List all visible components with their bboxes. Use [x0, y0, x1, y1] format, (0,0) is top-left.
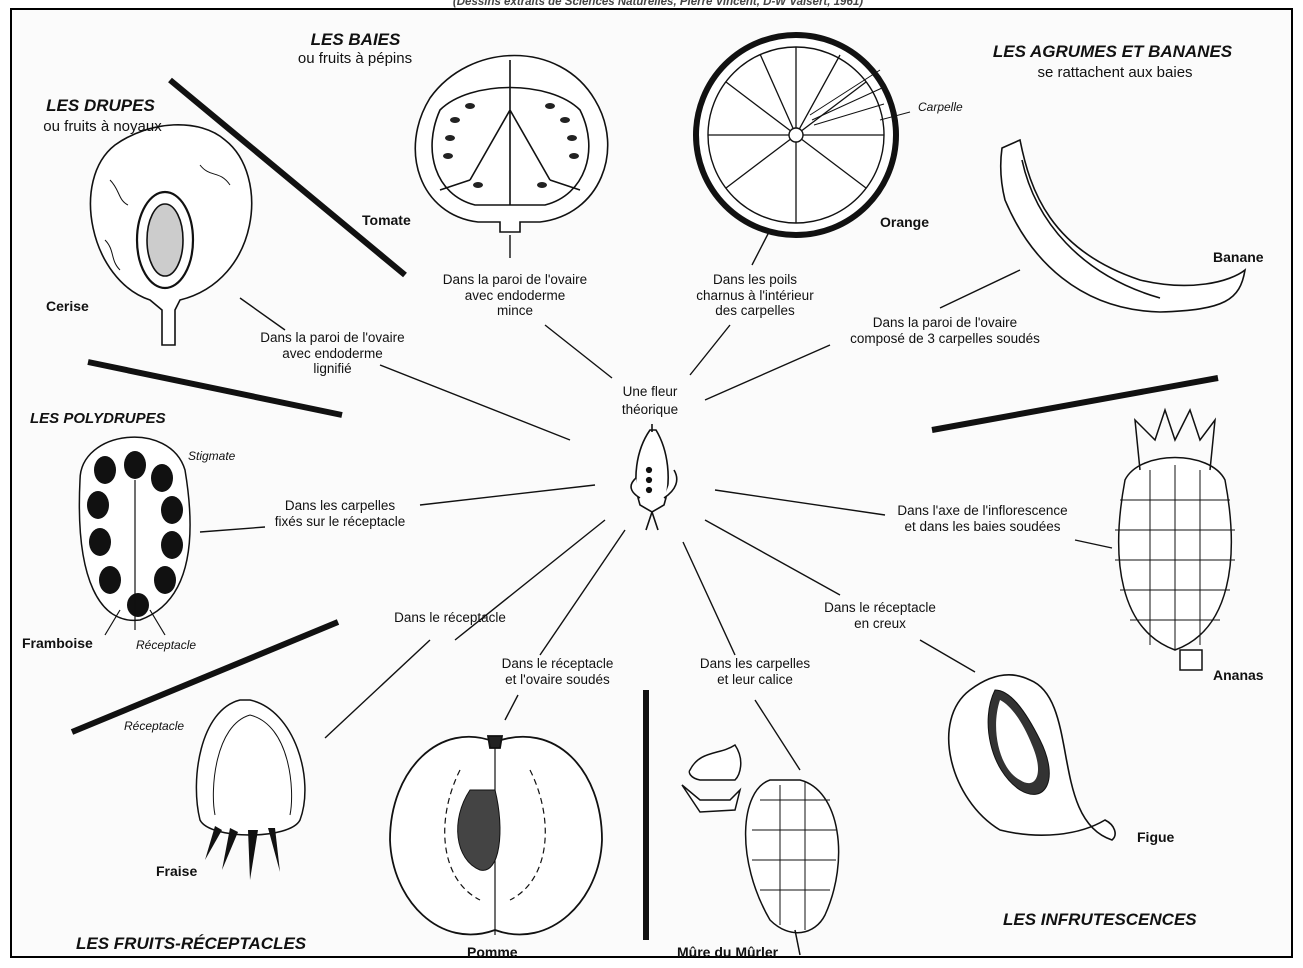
- flower-icon: [631, 424, 677, 530]
- label-carpelle: Carpelle: [918, 101, 963, 115]
- orange-drawing: [696, 35, 910, 235]
- agrumes-subtitle: se rattachent aux baies: [1020, 64, 1210, 81]
- desc-cerise: Dans la paroi de l'ovaire avec endoderme…: [235, 330, 430, 377]
- label-receptacle-framboise: Réceptacle: [136, 639, 196, 653]
- fruits-receptacles-title: LES FRUITS-RÉCEPTACLES: [76, 934, 306, 954]
- label-tomate: Tomate: [362, 212, 411, 228]
- raspberry-drawing: [79, 437, 190, 635]
- baies-title: LES BAIES: [293, 30, 418, 50]
- desc-pomme: Dans le réceptacle et l'ovaire soudés: [480, 656, 635, 687]
- desc-figue-line: en creux: [815, 616, 945, 632]
- desc-cerise-line: Dans la paroi de l'ovaire: [235, 330, 430, 346]
- apple-drawing: [390, 736, 602, 935]
- desc-banane-line: composé de 3 carpelles soudés: [830, 331, 1060, 347]
- label-receptacle-fraise: Réceptacle: [124, 720, 184, 734]
- desc-cerise-line: avec endoderme: [235, 346, 430, 362]
- baies-subtitle: ou fruits à pépins: [265, 50, 445, 67]
- desc-fraise: Dans le réceptacle: [380, 610, 520, 626]
- cherry-drawing: [90, 125, 251, 345]
- desc-orange-line: charnus à l'intérieur: [670, 288, 840, 304]
- infrutescences-title: LES INFRUTESCENCES: [1003, 910, 1197, 930]
- desc-orange-line: Dans les poils: [670, 272, 840, 288]
- label-fraise: Fraise: [156, 863, 197, 879]
- desc-cerise-line: lignifié: [235, 361, 430, 377]
- drupes-subtitle: ou fruits à noyaux: [20, 118, 185, 135]
- desc-tomate-line: avec endoderme: [430, 288, 600, 304]
- desc-figue-line: Dans le réceptacle: [815, 600, 945, 616]
- label-pomme: Pomme: [467, 944, 518, 960]
- desc-pomme-line: Dans le réceptacle: [480, 656, 635, 672]
- mulberry-drawing: [682, 745, 839, 955]
- desc-ananas-line: et dans les baies soudées: [875, 519, 1090, 535]
- label-mure: Mûre du Mûrler: [677, 944, 778, 960]
- fig-drawing: [949, 675, 1115, 840]
- desc-orange-line: des carpelles: [670, 303, 840, 319]
- label-cerise: Cerise: [46, 298, 89, 314]
- polydrupes-title: LES POLYDRUPES: [30, 410, 166, 427]
- desc-ananas: Dans l'axe de l'inflorescence et dans le…: [875, 503, 1090, 534]
- label-framboise: Framboise: [22, 635, 93, 651]
- label-stigmate: Stigmate: [188, 450, 235, 464]
- desc-tomate-line: mince: [430, 303, 600, 319]
- desc-ananas-line: Dans l'axe de l'inflorescence: [875, 503, 1090, 519]
- desc-banane-line: Dans la paroi de l'ovaire: [830, 315, 1060, 331]
- label-figue: Figue: [1137, 829, 1174, 845]
- agrumes-title: LES AGRUMES ET BANANES: [970, 42, 1255, 62]
- label-ananas: Ananas: [1213, 667, 1264, 683]
- banana-drawing: [1001, 140, 1245, 312]
- desc-framboise: Dans les carpelles fixés sur le réceptac…: [245, 498, 435, 529]
- desc-orange: Dans les poils charnus à l'intérieur des…: [670, 272, 840, 319]
- center-flower-label-2: théorique: [600, 402, 700, 418]
- label-banane: Banane: [1213, 249, 1264, 265]
- desc-fraise-line: Dans le réceptacle: [380, 610, 520, 626]
- desc-tomate: Dans la paroi de l'ovaire avec endoderme…: [430, 272, 600, 319]
- desc-framboise-line: fixés sur le réceptacle: [245, 514, 435, 530]
- tomato-drawing: [415, 56, 607, 233]
- desc-pomme-line: et l'ovaire soudés: [480, 672, 635, 688]
- desc-tomate-line: Dans la paroi de l'ovaire: [430, 272, 600, 288]
- drupes-title: LES DRUPES: [33, 96, 168, 116]
- desc-figue: Dans le réceptacle en creux: [815, 600, 945, 631]
- source-credit: (Dessins extraits de Sciences Naturelles…: [348, 0, 968, 9]
- desc-banane: Dans la paroi de l'ovaire composé de 3 c…: [830, 315, 1060, 346]
- desc-mure: Dans les carpelles et leur calice: [680, 656, 830, 687]
- desc-mure-line: Dans les carpelles: [680, 656, 830, 672]
- strawberry-drawing: [196, 700, 305, 880]
- center-flower-label-1: Une fleur: [600, 384, 700, 400]
- desc-framboise-line: Dans les carpelles: [245, 498, 435, 514]
- label-orange: Orange: [880, 214, 929, 230]
- pineapple-drawing: [1115, 410, 1235, 670]
- desc-mure-line: et leur calice: [680, 672, 830, 688]
